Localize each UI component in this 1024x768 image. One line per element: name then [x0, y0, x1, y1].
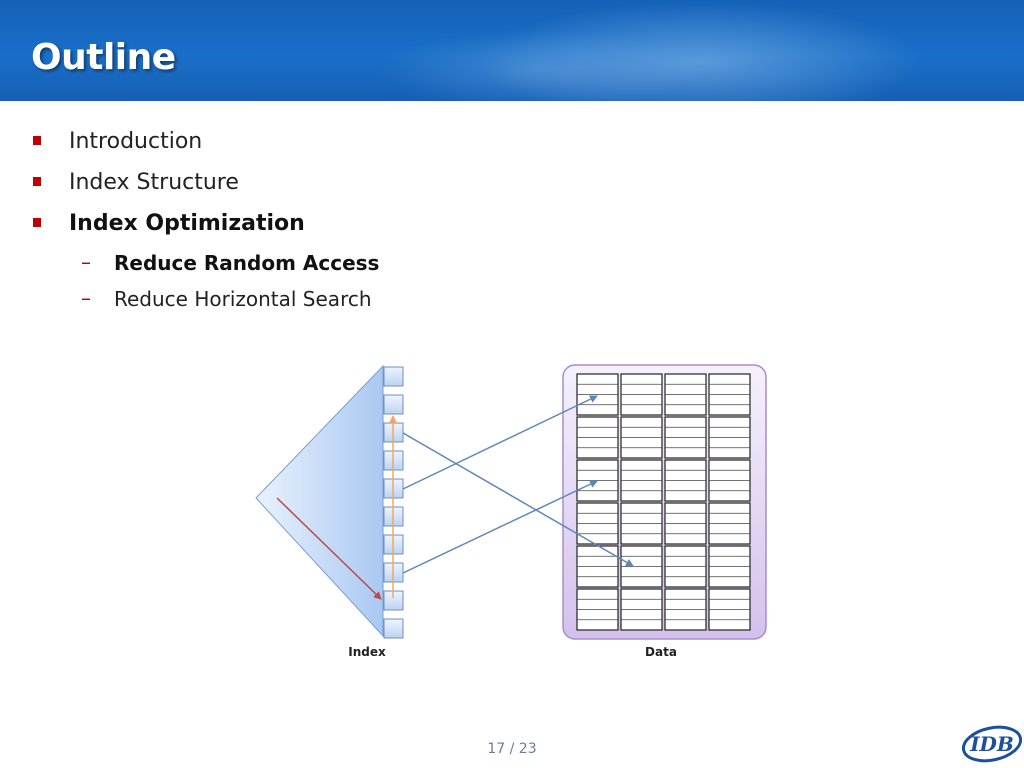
index-label: Index	[348, 645, 386, 659]
dash-icon: –	[81, 250, 91, 274]
data-block	[620, 373, 663, 416]
bullet-square-icon	[33, 218, 41, 227]
page-number: 17 / 23	[487, 741, 537, 757]
index-slot	[383, 394, 404, 415]
data-block	[576, 588, 619, 631]
outline-item-label: Index Optimization	[69, 211, 305, 236]
index-slot	[383, 366, 404, 387]
slide-header: Outline	[0, 0, 1024, 101]
data-block	[664, 502, 707, 545]
data-blocks	[576, 373, 751, 631]
data-block	[664, 459, 707, 502]
access-arrow-2	[402, 432, 634, 567]
bullet-square-icon	[33, 136, 41, 145]
outline-item-label: Index Structure	[69, 170, 239, 195]
index-slot	[383, 618, 404, 639]
slide-title: Outline	[31, 37, 176, 78]
index-tree-triangle	[255, 364, 384, 638]
bullet-square-icon	[33, 177, 41, 186]
data-block	[664, 416, 707, 459]
data-block	[708, 373, 751, 416]
data-block	[620, 502, 663, 545]
data-block	[620, 416, 663, 459]
logo-text: IDB	[969, 732, 1014, 756]
data-block	[708, 459, 751, 502]
outline-subitem-label: Reduce Random Access	[114, 251, 380, 275]
data-block	[708, 545, 751, 588]
data-label: Data	[645, 645, 677, 659]
data-block	[576, 502, 619, 545]
data-block	[576, 545, 619, 588]
access-arrow-1	[402, 395, 598, 490]
data-block	[620, 545, 663, 588]
traverse-arrow-red	[276, 497, 382, 600]
data-block	[620, 459, 663, 502]
data-block	[708, 588, 751, 631]
outline-subitem-label: Reduce Horizontal Search	[114, 287, 372, 311]
data-block	[708, 416, 751, 459]
data-block	[664, 545, 707, 588]
data-block	[708, 502, 751, 545]
dash-icon: –	[81, 286, 91, 310]
data-block	[576, 416, 619, 459]
access-arrow-3	[402, 480, 598, 574]
idb-logo-icon: IDB	[961, 725, 1023, 763]
data-block	[664, 588, 707, 631]
data-block	[576, 459, 619, 502]
data-block	[576, 373, 619, 416]
outline-item-label: Introduction	[69, 129, 203, 154]
data-block	[620, 588, 663, 631]
data-block	[664, 373, 707, 416]
